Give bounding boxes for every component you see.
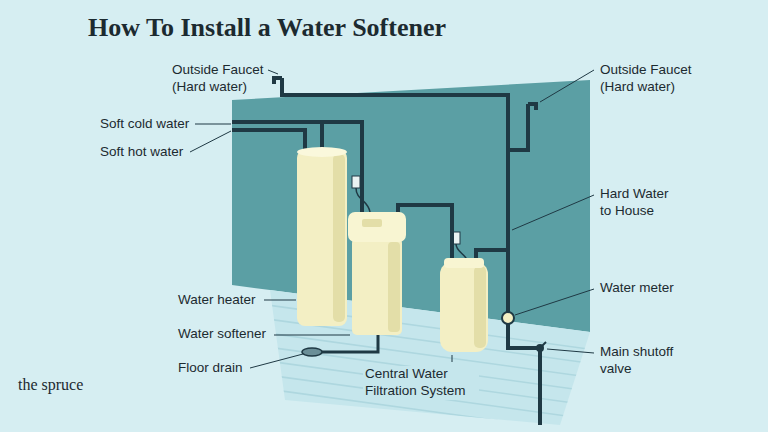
callout-label: Soft cold water [100,116,189,133]
callout-label: Outside Faucet (Hard water) [172,62,268,96]
leader-line [540,70,594,102]
floor-line [260,402,610,432]
faucet-spout [274,78,282,84]
water-softener-shade [388,242,400,332]
callout-label: Central Water Filtration System [363,366,479,400]
water-heater-top [297,147,347,157]
callout-label: Water meter [600,280,674,297]
filtration-system [440,262,488,352]
water-softener-head [348,212,406,242]
soft-hot-pipe [232,130,305,150]
water-softener-tank [352,238,402,335]
leader-line [515,289,594,315]
leader-line [547,349,594,353]
pipes [232,78,540,425]
callout-label: Soft hot water [100,144,183,161]
water-heater-shade [333,154,345,322]
callout-label: Floor drain [178,360,243,377]
watermark-logo: the spruce [18,370,94,395]
callout-label: Outside Faucet (Hard water) [600,62,696,96]
water-heater [297,150,347,326]
filtration-cap [444,258,484,268]
callout-label: Hard Water to House [600,186,682,220]
filtration-shade [474,266,486,348]
leader-line [264,300,296,301]
hard-water-pipe [282,78,540,425]
leader-line [268,70,278,74]
water-meter [502,312,514,324]
floor-line [260,360,610,408]
leader-line [512,195,594,230]
power-outlet [352,176,360,188]
diagram-title: How To Install a Water Softener [88,12,446,43]
faucet-spout [528,104,536,110]
leader-line [274,335,350,336]
hard-water-pipe [508,104,528,150]
leader-line [250,354,303,368]
valve-handle [540,342,546,348]
soft-cold-pipe [320,122,324,150]
filtered-water-pipe [398,205,452,262]
drain-line [322,335,378,352]
callout-label: Water heater [178,292,256,309]
leader-line [195,124,231,125]
leader-line [190,131,231,152]
callout-label: Water softener [178,326,266,343]
control-panel [362,219,382,227]
callout-label: Main shutoff valve [600,344,686,378]
floor-drain [302,348,322,356]
leader-line [452,355,453,362]
leader-lines [190,70,594,368]
